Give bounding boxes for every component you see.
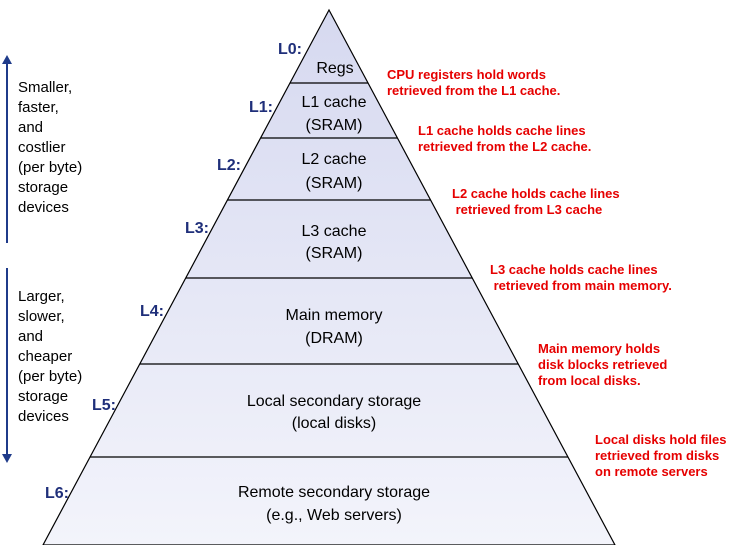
level-label-l3: L3: — [185, 220, 209, 237]
level-tech-l5: (local disks) — [292, 415, 376, 432]
level-label-l0: L0: — [278, 41, 302, 58]
level-tech-l1: (SRAM) — [306, 117, 363, 134]
note-l4: Main memory holds disk blocks retrieved … — [538, 341, 668, 388]
level-label-l2: L2: — [217, 157, 241, 174]
level-name-l4: Main memory — [286, 307, 383, 324]
level-label-l1: L1: — [249, 99, 273, 116]
level-name-l3: L3 cache — [302, 223, 367, 240]
level-tech-l4: (DRAM) — [305, 330, 363, 347]
note-l3: L3 cache holds cache lines retrieved fro… — [490, 262, 672, 293]
side-text-top: Smaller, faster, and costlier (per byte)… — [18, 79, 83, 216]
note-l1: L1 cache holds cache lines retrieved fro… — [418, 123, 592, 154]
level-dividers — [90, 82, 568, 458]
side-text-bottom: Larger, slower, and cheaper (per byte) s… — [18, 288, 83, 425]
level-tech-l3: (SRAM) — [306, 245, 363, 262]
level-label-l4: L4: — [140, 303, 164, 320]
level-tech-l2: (SRAM) — [306, 175, 363, 192]
level-name-l6: Remote secondary storage — [238, 484, 430, 501]
arrow-up-icon — [2, 55, 12, 243]
level-name-l0: Regs — [316, 60, 353, 77]
level-name-l1: L1 cache — [302, 94, 367, 111]
level-label-l6: L6: — [45, 485, 69, 502]
note-l5: Local disks hold files retrieved from di… — [595, 432, 727, 479]
note-l2: L2 cache holds cache lines retrieved fro… — [452, 186, 620, 217]
level-name-l5: Local secondary storage — [247, 393, 421, 410]
level-label-l5: L5: — [92, 397, 116, 414]
level-tech-l6: (e.g., Web servers) — [266, 507, 402, 524]
arrow-down-icon — [2, 268, 12, 463]
note-l0: CPU registers hold words retrieved from … — [387, 67, 561, 98]
level-name-l2: L2 cache — [302, 151, 367, 168]
